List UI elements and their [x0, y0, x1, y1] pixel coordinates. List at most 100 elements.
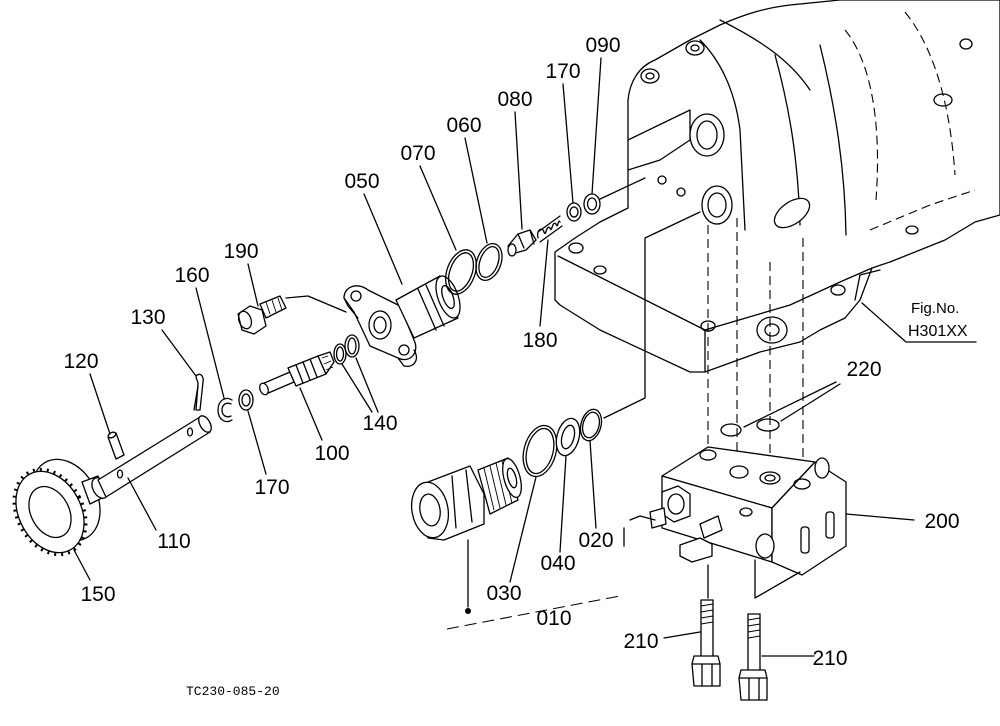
leader-line-050: [363, 193, 403, 285]
housing-hidden-edge: [904, 11, 956, 176]
housing-lever: [773, 197, 811, 229]
valve-block-port: [699, 449, 717, 461]
ring: [566, 202, 582, 222]
valve-block-hole: [755, 533, 775, 559]
callout-210-left: 210: [623, 630, 658, 653]
body-port-inner: [373, 316, 387, 334]
washer-inner: [560, 424, 576, 450]
callout-020: 020: [578, 529, 613, 552]
valve-block-slot: [825, 511, 835, 539]
leader-line-080: [514, 111, 523, 230]
valve-block-stud: [649, 507, 667, 529]
housing-small-hole: [657, 175, 667, 185]
poppet-edge: [517, 229, 535, 249]
leader-line-140: [355, 357, 379, 413]
o-ring-060: [475, 243, 503, 281]
shaft-110: [97, 415, 212, 498]
valve-block-200: [629, 446, 847, 599]
ring-170-lower: [238, 389, 254, 411]
valve-block-port: [729, 465, 749, 479]
bolt-thread: [265, 297, 283, 315]
o-ring-inner: [525, 427, 555, 475]
callout-100: 100: [314, 442, 349, 465]
leader-line-120: [89, 373, 111, 435]
valve-block-port: [764, 474, 776, 482]
leader-line-200: [845, 513, 915, 521]
callout-220: 220: [846, 358, 881, 381]
figure-reference: Fig.No. H301XX: [908, 300, 968, 340]
washer: [555, 417, 581, 457]
leader-line-210-left: [663, 631, 701, 639]
housing-bolt-hole: [905, 225, 919, 235]
callout-120: 120: [63, 350, 98, 373]
cartridge-thread: [483, 460, 513, 511]
o-ring-inner: [478, 246, 500, 278]
o-ring-020: [579, 408, 603, 442]
cartridge-hex-edge: [451, 469, 473, 529]
bolt-thread: [747, 617, 761, 639]
poppet-face: [507, 243, 517, 257]
callout-010: 010: [536, 607, 571, 630]
o-ring: [475, 243, 503, 281]
callout-160: 160: [174, 264, 209, 287]
callout-150: 150: [80, 583, 115, 606]
ring-inner: [569, 206, 579, 218]
leader-line-040: [559, 455, 567, 553]
leader-line-090: [591, 57, 602, 195]
fig-no-label: Fig.No.: [911, 300, 959, 317]
body-groove: [417, 284, 445, 331]
bolt-shank: [700, 599, 714, 659]
spool-groove: [295, 358, 318, 384]
o-ring: [335, 346, 345, 362]
cotter-pin-leg: [193, 385, 199, 411]
housing-hidden-edge: [869, 189, 976, 231]
body-flange-edge: [343, 297, 418, 367]
o-ring: [445, 249, 477, 295]
housing-hidden-edge: [844, 29, 879, 201]
spool-stem-end: [259, 382, 269, 396]
housing-fitting: [756, 316, 788, 344]
leader-line-180: [539, 239, 549, 327]
knob-knurl: [12, 467, 88, 557]
o-ring-inner: [581, 411, 601, 439]
bolt-head-edge: [691, 663, 721, 687]
spool-spring-end: [321, 355, 334, 371]
spring-coil: [537, 215, 563, 243]
knob-inner-ring: [28, 485, 72, 539]
leader-lines: [73, 57, 977, 657]
leader-line-060: [464, 137, 488, 244]
o-ring-inner: [447, 252, 475, 292]
callout-090: 090: [585, 34, 620, 57]
ring: [238, 389, 254, 411]
shaft-pin-hole: [186, 427, 194, 437]
pin-120: [107, 431, 125, 460]
fig-no-value: H301XX: [908, 323, 968, 340]
leader-line-020: [589, 440, 597, 529]
housing-bolt-hole: [593, 265, 607, 275]
washer-040: [555, 417, 581, 457]
transmission-housing: [554, 0, 1000, 373]
o-ring-030: [522, 424, 558, 478]
leader-line-110: [127, 477, 157, 531]
housing-fitting-inner: [764, 323, 780, 337]
washer-inner: [586, 197, 598, 211]
leader-line-100: [299, 387, 323, 441]
cartridge-end-face: [410, 481, 450, 539]
bolt-head-edge: [738, 677, 768, 701]
housing-port: [701, 185, 733, 225]
valve-block-side-face: [771, 461, 847, 576]
snap-ring: [217, 397, 233, 423]
bolt-head-face: [237, 310, 253, 330]
leader-line-130: [161, 329, 197, 377]
housing-bolt-hole: [685, 40, 705, 56]
valve-block-edge: [629, 515, 656, 521]
o-ring: [522, 424, 558, 478]
bracket-dashed-line: [446, 595, 621, 630]
cotter-pin-130: [193, 373, 204, 411]
housing-port-inner: [707, 192, 727, 218]
o-ring: [347, 337, 357, 355]
leader-line-150: [73, 549, 91, 581]
washer-090: [583, 193, 601, 215]
ring-inner: [241, 393, 251, 407]
